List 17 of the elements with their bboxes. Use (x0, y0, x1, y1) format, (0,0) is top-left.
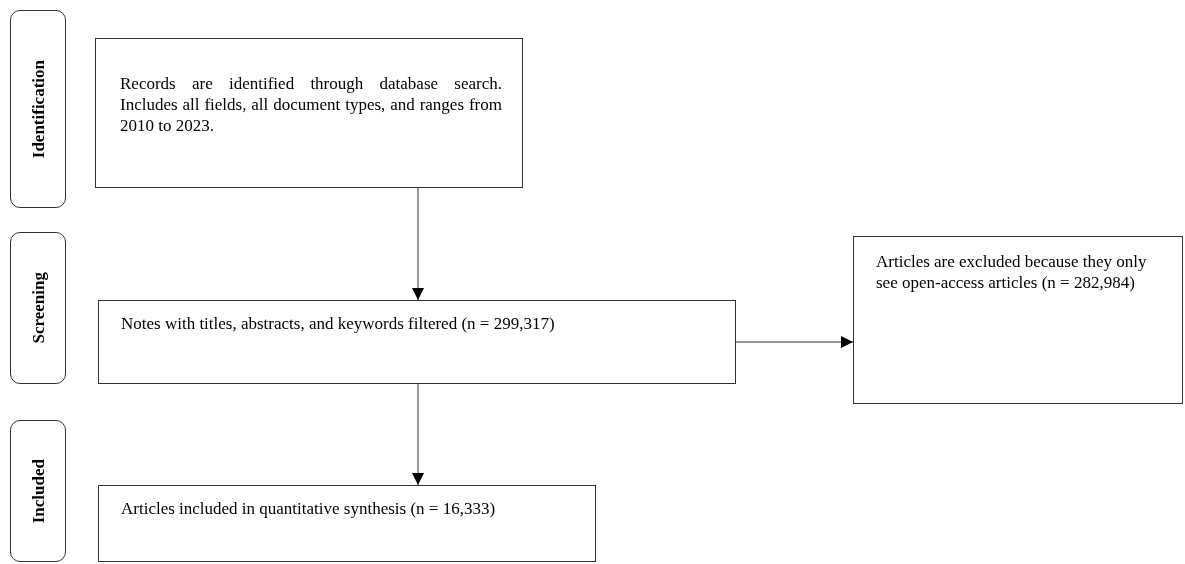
arrow (412, 187, 424, 301)
box-text: Articles are excluded because they only see open-access articles (n = 282,984) (876, 251, 1148, 293)
box-text: Records are identified through database search. Includes all fields, all document types, and ranges from 2010 to 2023. (120, 73, 502, 136)
process-box (853, 236, 1183, 404)
process-box (98, 300, 736, 384)
stage-label: Identification (27, 59, 49, 159)
box-text: Notes with titles, abstracts, and keywords filtered (n = 299,317) (121, 313, 556, 334)
stage-label-box (10, 10, 66, 208)
process-box (98, 485, 596, 562)
arrow (412, 383, 424, 486)
process-box (95, 38, 523, 188)
box-text: Articles included in quantitative synthesis (n = 16,333) (121, 498, 497, 519)
stage-label: Screening (27, 272, 49, 344)
stage-label-box (10, 232, 66, 384)
stage-label-box (10, 420, 66, 562)
arrow (735, 336, 854, 348)
stage-label: Included (27, 458, 49, 524)
